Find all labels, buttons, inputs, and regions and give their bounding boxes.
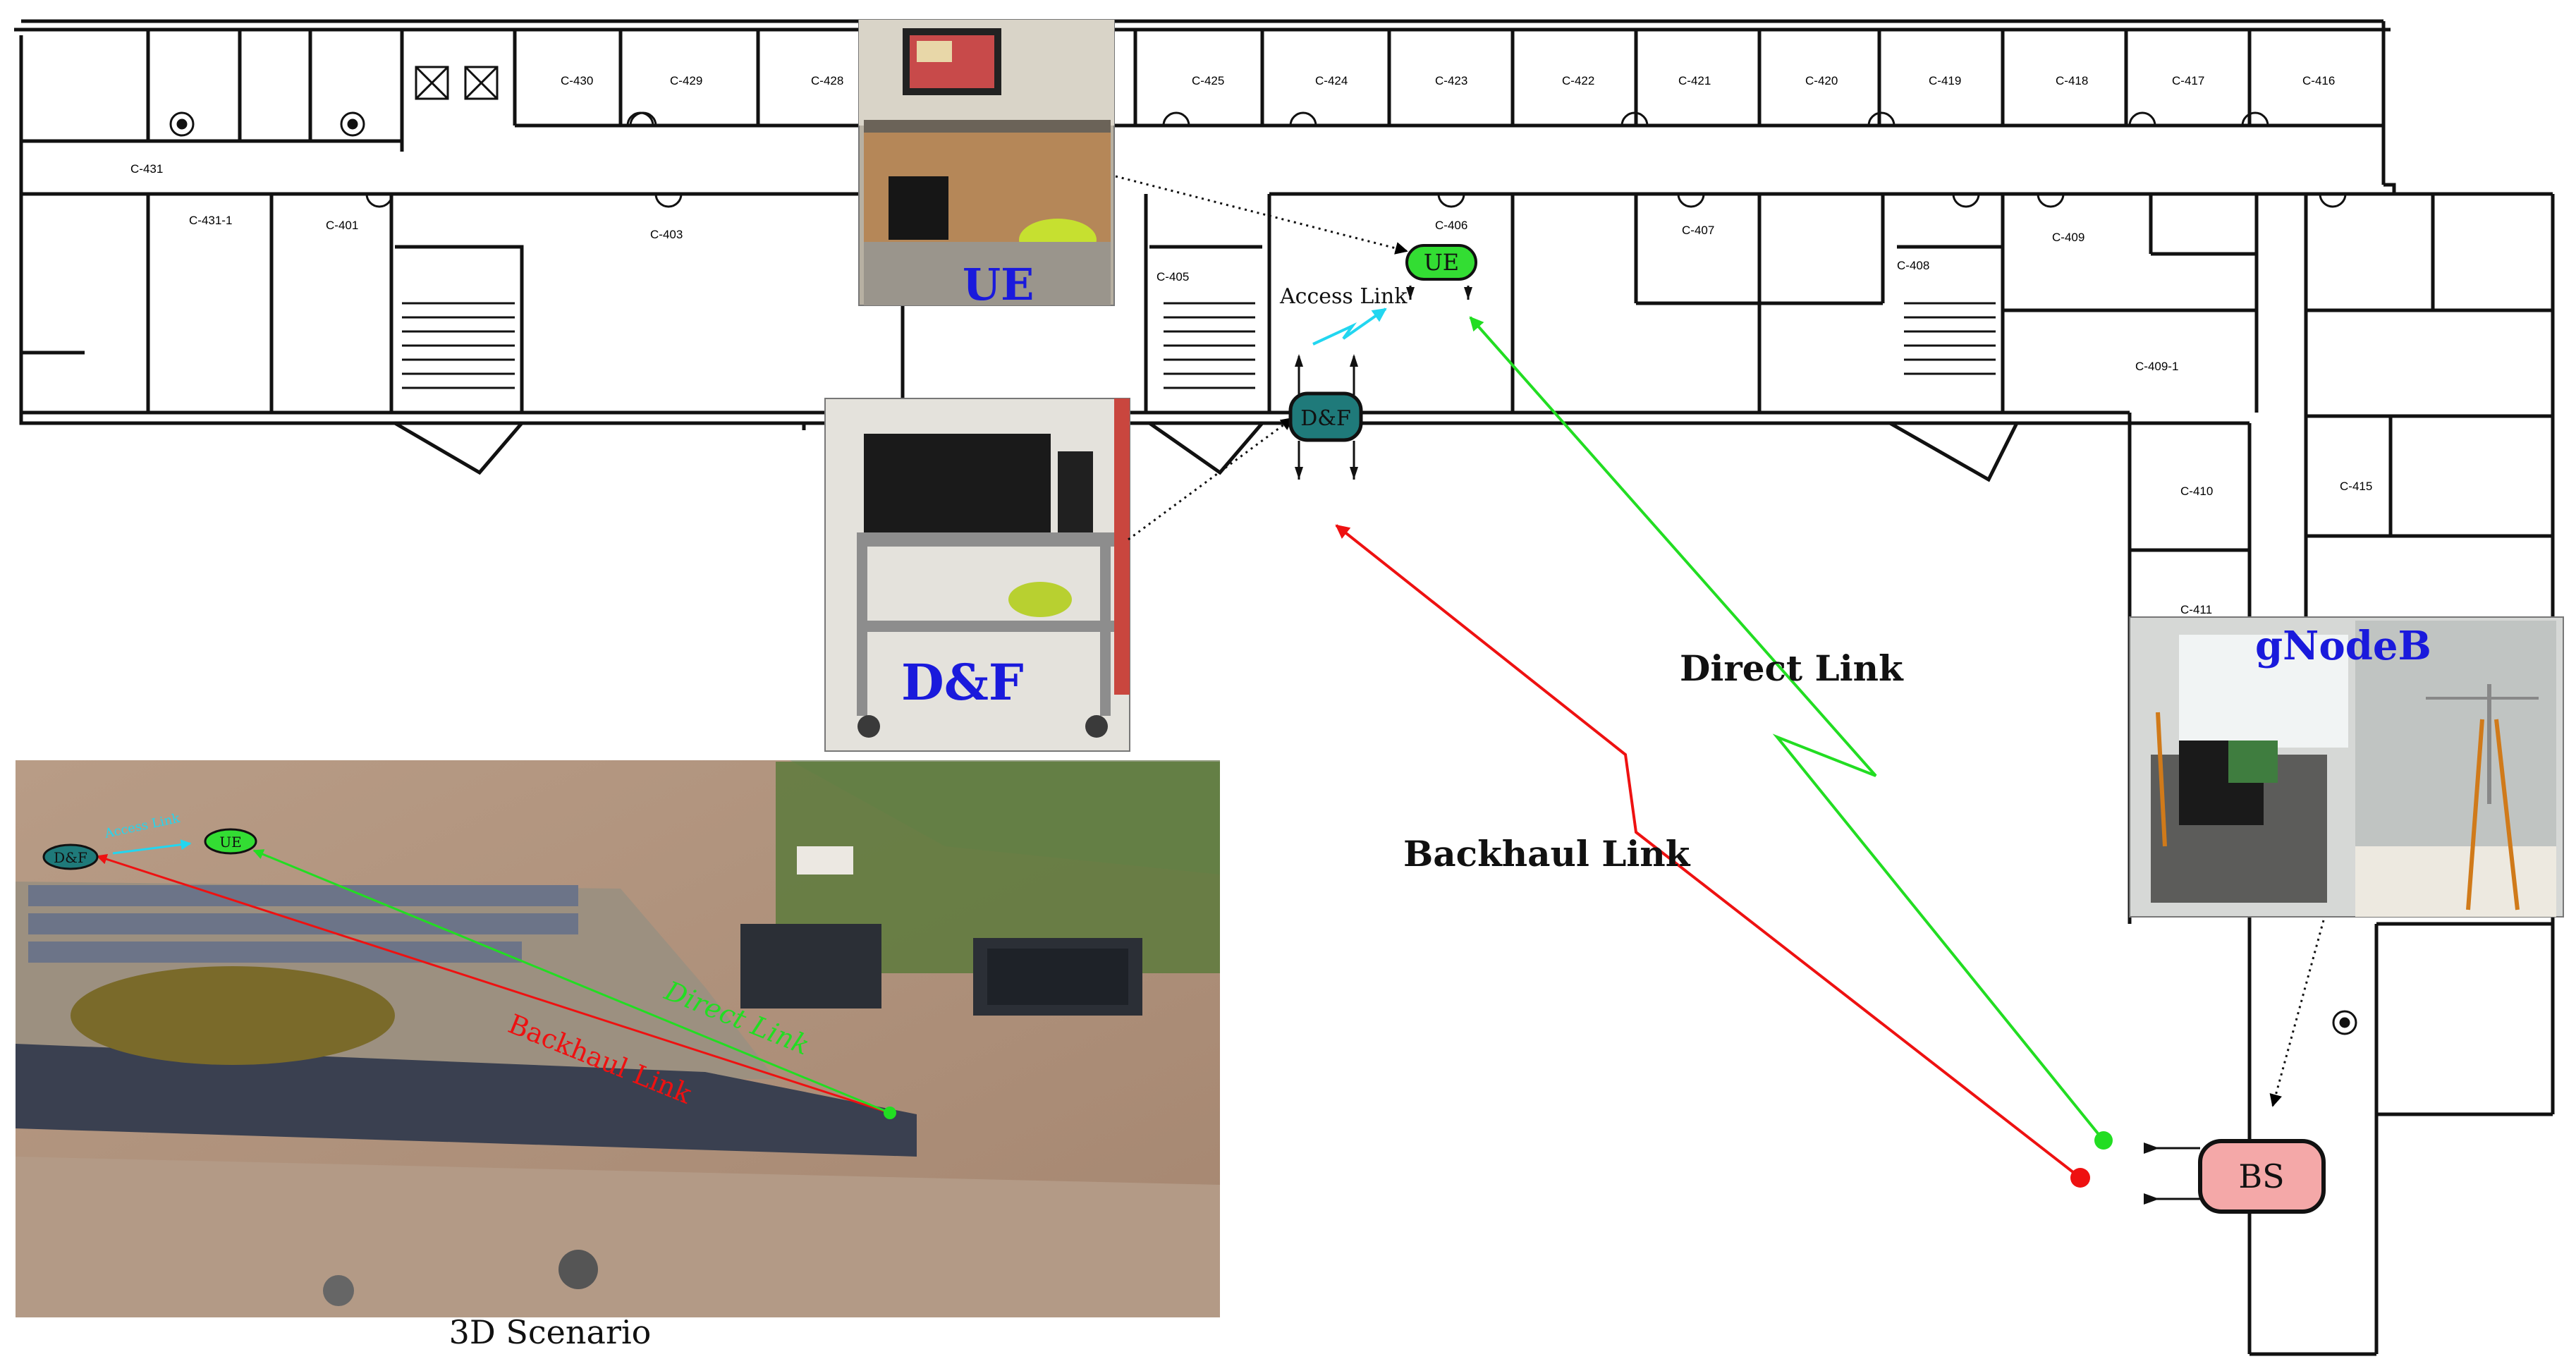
- direct-link: [1469, 316, 2105, 1142]
- room-label: C-403: [650, 228, 683, 241]
- ue-photo: UE: [858, 19, 1115, 310]
- room-label: C-415: [2340, 480, 2372, 493]
- room-label: C-431-1: [189, 214, 232, 227]
- room-label: C-408: [1897, 259, 1929, 272]
- room-label: C-411: [2180, 603, 2212, 616]
- room-label: C-423: [1435, 74, 1467, 87]
- room-label: C-431: [130, 162, 163, 176]
- room-label: C-407: [1682, 224, 1714, 237]
- restroom-fixtures: [169, 66, 2357, 1035]
- room-label: C-428: [811, 74, 843, 87]
- room-label: C-406: [1435, 219, 1467, 232]
- backhaul-link: [1335, 524, 2082, 1179]
- room-label: C-420: [1805, 74, 1838, 87]
- room-label: C-425: [1192, 74, 1224, 87]
- ue-node-label: UE: [1424, 249, 1459, 276]
- room-label: C-401: [326, 219, 358, 232]
- df-photo: D&F: [824, 398, 1130, 752]
- room-label: C-422: [1562, 74, 1594, 87]
- scenario-ue-label: UE: [219, 834, 241, 851]
- door-swings: [365, 111, 2347, 208]
- room-label: C-418: [2056, 74, 2088, 87]
- room-label: C-417: [2172, 74, 2204, 87]
- photo-connectors: [1115, 175, 2325, 1107]
- room-label: C-419: [1929, 74, 1961, 87]
- room-label: C-424: [1315, 74, 1348, 87]
- room-label: C-430: [561, 74, 593, 87]
- room-label: C-416: [2302, 74, 2335, 87]
- room-label: C-409-1: [2135, 360, 2178, 373]
- ue-node: UE: [1405, 244, 1477, 300]
- stair-treads: [402, 302, 1996, 389]
- df-node-label: D&F: [1300, 406, 1351, 431]
- access-link: [1312, 307, 1387, 346]
- direct-link-origin: [2094, 1131, 2113, 1150]
- scenario-df-label: D&F: [54, 849, 87, 866]
- access-link-label: Access Link: [1279, 284, 1408, 309]
- room-label: C-405: [1156, 270, 1189, 284]
- scenario-caption: 3D Scenario: [449, 1313, 652, 1351]
- bs-node: BS: [2144, 1139, 2326, 1214]
- room-labels: C-430 C-429 C-428 C-425 C-424 C-423 C-42…: [130, 74, 2372, 616]
- gnodeb-photo: gNodeB: [2129, 616, 2564, 918]
- bs-node-label: BS: [2238, 1157, 2284, 1195]
- room-label: C-409: [2052, 231, 2084, 244]
- backhaul-link-origin: [2070, 1168, 2090, 1188]
- scenario-image: D&F UE Access Link Direct Link Backhaul …: [16, 760, 1220, 1317]
- photo-label-ue: UE: [963, 259, 1034, 310]
- df-node: D&F: [1288, 354, 1363, 480]
- backhaul-link-label: Backhaul Link: [1403, 833, 1691, 875]
- photo-label-gnodeb: gNodeB: [2255, 623, 2431, 669]
- room-label: C-410: [2180, 485, 2213, 498]
- photo-label-df: D&F: [901, 653, 1024, 712]
- room-label: C-429: [670, 74, 702, 87]
- room-label: C-421: [1678, 74, 1711, 87]
- direct-link-label: Direct Link: [1680, 647, 1904, 689]
